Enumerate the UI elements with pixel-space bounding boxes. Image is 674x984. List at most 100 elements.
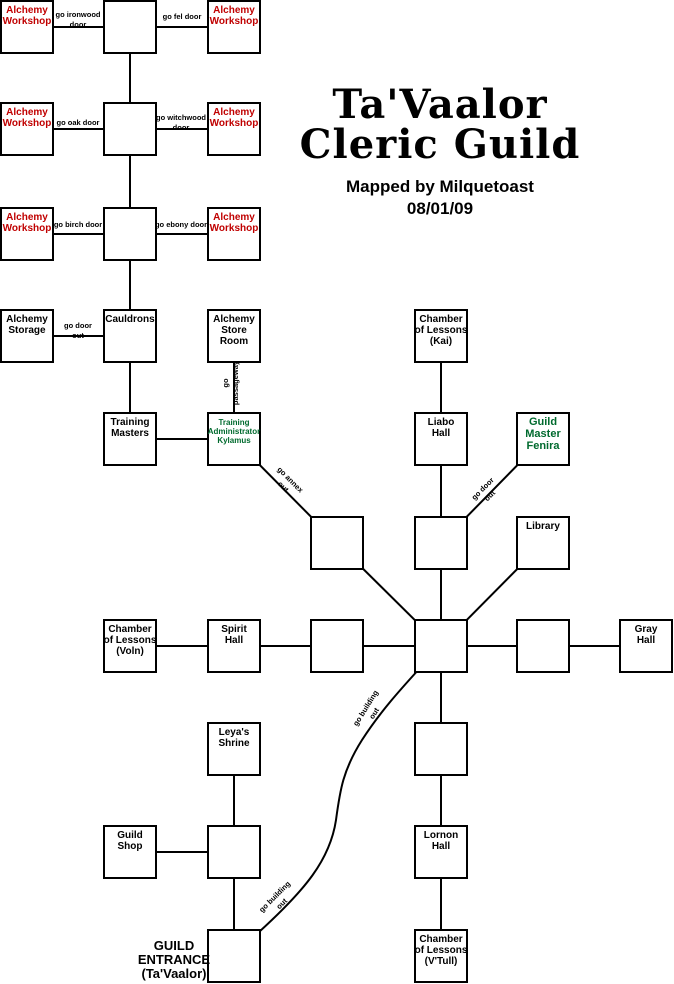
room-box [207,309,261,363]
room-label: Shop [118,841,143,852]
room-box [0,102,54,156]
path-label-line: door [70,20,87,29]
room-label: (Voln) [116,646,144,657]
room-box [103,619,157,673]
room-label: Alchemy [213,107,255,118]
room-box [0,0,54,54]
room-label: Alchemy [6,5,48,16]
entrance-label: GUILD ENTRANCE (Ta'Vaalor) [138,938,211,981]
room-c1[interactable] [103,0,157,54]
path-label-line: go ebony door [155,220,207,229]
room-label: Workshop [210,118,259,129]
room-box [207,825,261,879]
room-cauldrons[interactable]: Cauldrons [103,309,157,363]
room-box [103,207,157,261]
room-junction[interactable] [414,722,468,776]
room-label: Alchemy [213,5,255,16]
room-nhub[interactable] [414,516,468,570]
room-label: Storage [8,325,46,336]
room-label: Leya's [219,727,250,738]
room-hub[interactable] [414,619,468,673]
building-passage-line [258,667,421,933]
room-label: Administrator [208,427,260,436]
room-label: Workshop [210,16,259,27]
room-label: of Lessons [104,635,157,646]
room-label: Kylamus [217,436,251,445]
room-box [103,102,157,156]
room-label: Master [525,428,561,440]
room-label: Hall [432,428,451,439]
room-label: Hall [432,841,451,852]
room-label: Hall [637,635,656,646]
path-label-line: go fel door [163,12,202,21]
room-whub[interactable] [310,619,364,673]
room-box [414,722,468,776]
room-ehub[interactable] [516,619,570,673]
path-label-line: passageway [231,360,240,405]
room-c3[interactable] [103,207,157,261]
room-box [0,207,54,261]
room-library[interactable]: Library [516,516,570,570]
room-label: Guild [529,416,557,428]
title-line-2: Cleric Guild [300,121,581,168]
room-label: Workshop [210,223,259,234]
room-label: Alchemy [6,107,48,118]
room-label: Cauldrons [105,314,155,325]
room-box [207,0,261,54]
room-c2[interactable] [103,102,157,156]
room-label: Chamber [108,624,151,635]
room-box [310,516,364,570]
entrance-label-line: (Ta'Vaalor) [142,966,207,981]
room-label: Training [218,418,249,427]
map-title: Ta'Vaalor Cleric Guild Mapped by Milquet… [300,81,581,218]
room-entrance[interactable] [207,929,261,983]
room-label: (V'Tull) [425,956,458,967]
title-line-1: Ta'Vaalor [332,81,547,128]
room-label: Chamber [419,934,462,945]
path-label-line: go oak door [57,118,100,127]
room-box [103,309,157,363]
room-box [207,207,261,261]
entrance-label-line: GUILD [154,938,194,953]
room-box [207,102,261,156]
room-box [103,825,157,879]
room-annex[interactable] [310,516,364,570]
room-label: Gray [635,624,658,635]
path-label-line: go annex [275,465,305,495]
room-box [0,309,54,363]
room-shub[interactable] [207,825,261,879]
room-label: Hall [225,635,244,646]
room-box [414,929,468,983]
path-label-p6: go ebony door [155,220,207,229]
room-box [619,619,673,673]
path-label-p2: go fel door [163,12,202,21]
room-box [414,619,468,673]
room-label: of Lessons [415,945,468,956]
room-label: Training [111,417,150,428]
room-label: Alchemy [6,212,48,223]
room-box [207,619,261,673]
